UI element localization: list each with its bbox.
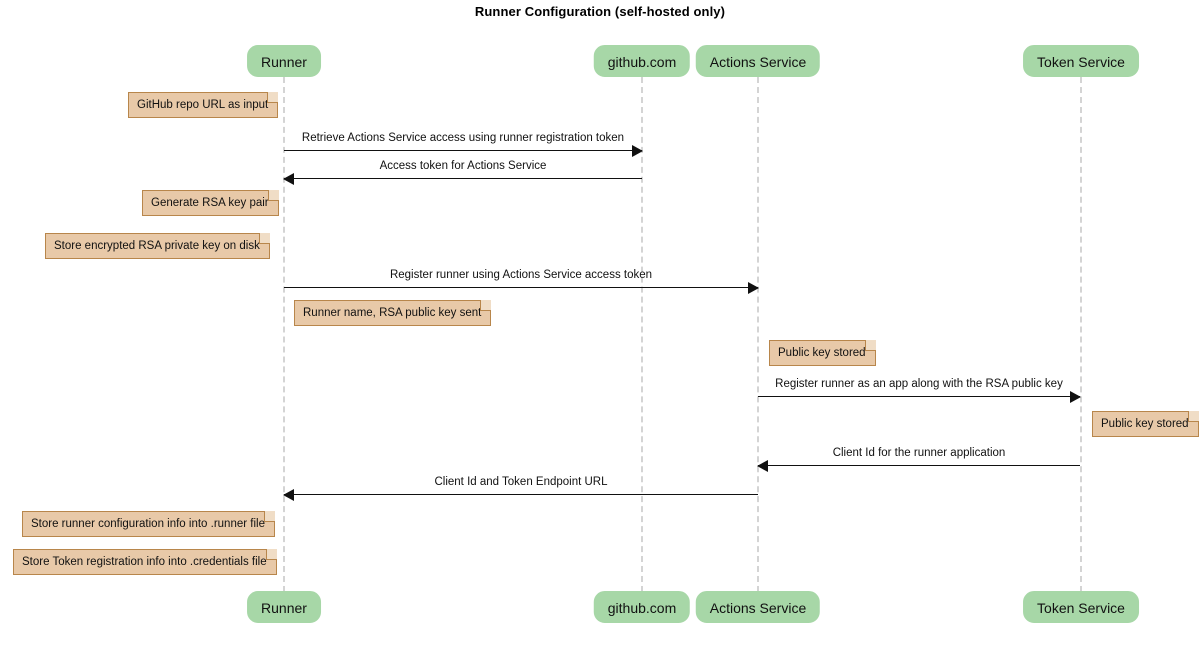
note-fold-corner — [267, 92, 279, 103]
message-line — [284, 287, 758, 288]
note-fold-corner — [864, 340, 876, 351]
message-line — [284, 178, 642, 179]
lifeline-runner — [283, 77, 285, 592]
note-store-encrypted-private-key: Store encrypted RSA private key on disk — [45, 233, 270, 259]
arrowhead-right-icon — [1070, 390, 1081, 403]
participant-github-bottom[interactable]: github.com — [593, 591, 691, 623]
note-store-token-registration: Store Token registration info into .cred… — [13, 549, 277, 575]
note-fold-corner — [263, 511, 275, 522]
participant-token-top[interactable]: Token Service — [1023, 45, 1139, 77]
note-generate-rsa-key-pair: Generate RSA key pair — [142, 190, 279, 216]
note-fold-corner — [258, 233, 270, 244]
participant-actions-top[interactable]: Actions Service — [695, 45, 821, 77]
participant-actions-bottom[interactable]: Actions Service — [695, 591, 821, 623]
arrowhead-left-icon — [283, 172, 294, 185]
message-label: Client Id for the runner application — [832, 447, 1006, 459]
note-label: Store encrypted RSA private key on disk — [54, 240, 260, 252]
note-fold-corner — [480, 300, 492, 311]
arrowhead-right-icon — [632, 144, 643, 157]
note-label: Store runner configuration info into .ru… — [31, 518, 265, 530]
message-label: Client Id and Token Endpoint URL — [434, 476, 608, 488]
message-label: Retrieve Actions Service access using ru… — [301, 132, 625, 144]
message-label: Access token for Actions Service — [379, 160, 547, 172]
note-label: Runner name, RSA public key sent — [303, 307, 482, 319]
note-label: Public key stored — [1101, 418, 1189, 430]
message-line — [284, 494, 758, 495]
note-fold-corner — [265, 549, 277, 560]
note-label: Generate RSA key pair — [151, 197, 269, 209]
participant-token-bottom[interactable]: Token Service — [1023, 591, 1139, 623]
note-runner-name-public-key-sent: Runner name, RSA public key sent — [294, 300, 492, 326]
lifeline-actions — [757, 77, 759, 592]
note-public-key-stored-token: Public key stored — [1092, 411, 1199, 437]
participant-runner-top[interactable]: Runner — [247, 45, 321, 77]
note-label: Store Token registration info into .cred… — [22, 556, 267, 568]
note-label: Public key stored — [778, 347, 866, 359]
arrowhead-left-icon — [283, 488, 294, 501]
note-public-key-stored-actions: Public key stored — [769, 340, 876, 366]
lifeline-github — [641, 77, 643, 592]
arrowhead-left-icon — [757, 459, 768, 472]
message-label: Register runner using Actions Service ac… — [389, 269, 653, 281]
note-fold-corner — [1187, 411, 1199, 422]
note-fold-corner — [267, 190, 279, 201]
message-line — [284, 150, 642, 151]
note-label: GitHub repo URL as input — [137, 99, 269, 111]
message-line — [758, 396, 1080, 397]
diagram-title: Runner Configuration (self-hosted only) — [474, 4, 726, 19]
message-line — [758, 465, 1080, 466]
note-store-runner-configuration: Store runner configuration info into .ru… — [22, 511, 275, 537]
lifeline-token — [1080, 77, 1082, 592]
participant-runner-bottom[interactable]: Runner — [247, 591, 321, 623]
arrowhead-right-icon — [748, 281, 759, 294]
participant-github-top[interactable]: github.com — [593, 45, 691, 77]
note-github-repo-url: GitHub repo URL as input — [128, 92, 279, 118]
message-label: Register runner as an app along with the… — [775, 378, 1063, 390]
